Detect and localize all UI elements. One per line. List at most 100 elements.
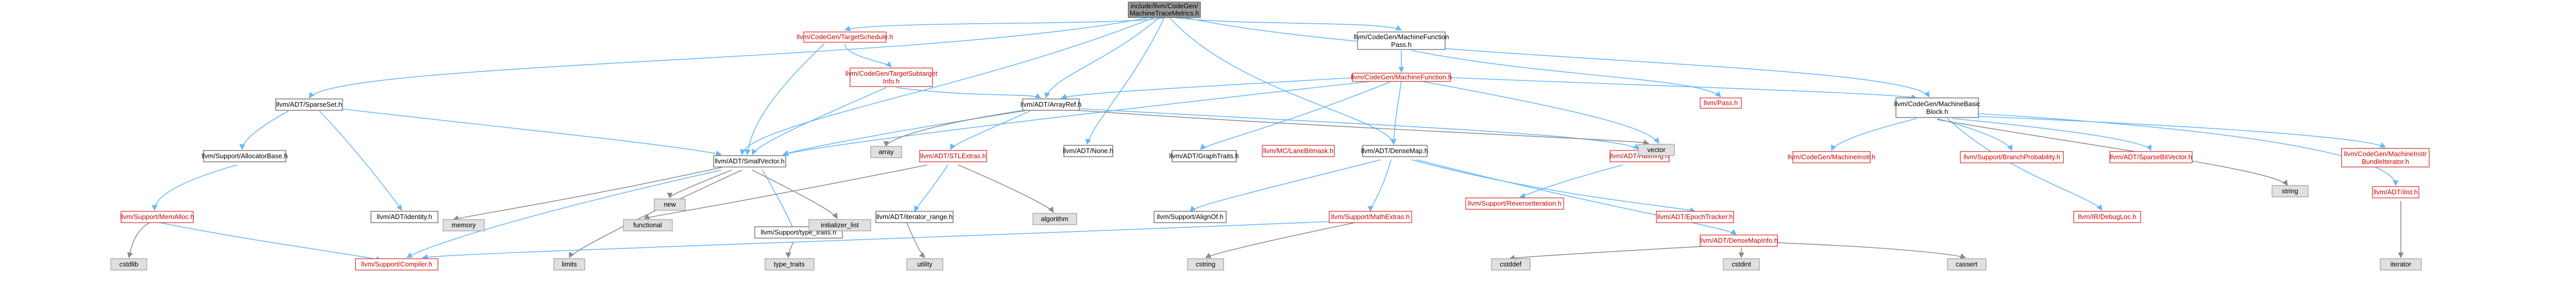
node-functional[interactable]: functional [623, 219, 673, 231]
edge-to-cstring [1205, 222, 1355, 258]
node-debug-loc[interactable]: llvm/IR/DebugLoc.h [2073, 211, 2141, 223]
node-math-extras[interactable]: llvm/Support/MathExtras.h [1329, 211, 1412, 223]
node-initializer-list[interactable]: initializer_list [808, 219, 871, 231]
node-ilist[interactable]: llvm/ADT/ilist.h [2372, 186, 2419, 198]
node-cstdlib[interactable]: cstdlib [110, 258, 147, 271]
header-nodes: include/llvm/CodeGen/MachineTraceMetrics… [110, 2, 2430, 271]
node-mi-bundle-iterator[interactable]: llvm/CodeGen/MachineInstrBundleIterator.… [2341, 148, 2430, 167]
svg-text:llvm/ADT/STLExtras.h: llvm/ADT/STLExtras.h [920, 152, 986, 160]
node-branch-probability[interactable]: llvm/Support/BranchProbability.h [1960, 151, 2064, 163]
edge-arrayref-stlextras [950, 110, 1031, 150]
edge-mf-mbb [1442, 77, 1918, 100]
svg-text:llvm/ADT/EpochTracker.h: llvm/ADT/EpochTracker.h [1657, 213, 1733, 221]
node-algorithm[interactable]: algorithm [1032, 213, 1077, 225]
svg-text:Block.h: Block.h [1926, 108, 1948, 115]
node-iterator[interactable]: iterator [2380, 258, 2422, 271]
edge-arrayref-hashing [1071, 108, 1639, 150]
svg-text:BundleIterator.h: BundleIterator.h [2362, 158, 2409, 165]
node-target-schedule[interactable]: llvm/CodeGen/TargetSchedule.h [796, 31, 893, 43]
node-cassert[interactable]: cassert [1947, 258, 1987, 271]
node-vector[interactable]: vector [1638, 144, 1675, 156]
svg-text:llvm/CodeGen/MachineInstr: llvm/CodeGen/MachineInstr [2344, 150, 2427, 158]
svg-text:llvm/ADT/SmallVector.h: llvm/ADT/SmallVector.h [715, 157, 785, 165]
svg-text:cstddef: cstddef [1500, 260, 1521, 268]
edge-root-densemap [1169, 17, 1396, 145]
svg-text:memory: memory [452, 221, 476, 229]
edge-to-new [667, 170, 732, 199]
svg-text:cassert: cassert [1956, 260, 1977, 268]
node-cstdint[interactable]: cstdint [1723, 258, 1760, 271]
node-dense-map-info[interactable]: llvm/ADT/DenseMapInfo.h [1700, 234, 1778, 247]
svg-text:llvm/Support/MathExtras.h: llvm/Support/MathExtras.h [1331, 213, 1410, 221]
node-string[interactable]: string [2272, 185, 2309, 197]
edge-mf-densemap [1391, 81, 1402, 145]
svg-text:llvm/ADT/ilist.h: llvm/ADT/ilist.h [2374, 188, 2418, 196]
svg-text:llvm/CodeGen/TargetSchedule.h: llvm/CodeGen/TargetSchedule.h [796, 33, 893, 41]
node-sparse-set[interactable]: llvm/ADT/SparseSet.h [275, 98, 343, 111]
edge-to-limits [569, 170, 742, 258]
node-utility[interactable]: utility [906, 258, 943, 271]
node-none[interactable]: llvm/ADT/None.h [1063, 145, 1113, 157]
svg-text:MachineTraceMetrics.h: MachineTraceMetrics.h [1130, 9, 1199, 17]
edge-root-smallvector [740, 17, 1155, 156]
node-limits[interactable]: limits [553, 258, 585, 271]
edge-mf-arrayref [1060, 77, 1361, 99]
node-stl-extras[interactable]: llvm/ADT/STLExtras.h [919, 150, 987, 162]
node-graph-traits[interactable]: llvm/ADT/GraphTraits.h [1169, 150, 1239, 162]
node-small-vector[interactable]: llvm/ADT/SmallVector.h [713, 155, 786, 167]
node-machine-function[interactable]: llvm/CodeGen/MachineFunction.h [1351, 73, 1452, 82]
node-align-of[interactable]: llvm/Support/AlignOf.h [1154, 211, 1227, 223]
edge-to-vector [1061, 109, 1650, 145]
edge-mathextras-compiler [421, 221, 1330, 260]
node-allocator-base[interactable]: llvm/Support/AllocatorBase.h [202, 150, 288, 162]
svg-text:llvm/ADT/identity.h: llvm/ADT/identity.h [377, 213, 432, 221]
svg-text:algorithm: algorithm [1041, 215, 1068, 223]
node-lane-bitmask[interactable]: llvm/MC/LaneBitmask.h [1262, 145, 1335, 157]
node-sparse-bit-vector[interactable]: llvm/ADT/SparseBitVector.h [2109, 151, 2193, 163]
node-new[interactable]: new [654, 198, 686, 211]
edge-to-memory [452, 167, 722, 221]
svg-text:new: new [664, 200, 676, 208]
node-epoch-tracker[interactable]: llvm/ADT/EpochTracker.h [1656, 211, 1734, 223]
svg-text:type_traits: type_traits [774, 260, 805, 268]
svg-text:functional: functional [633, 221, 662, 229]
edge-to-cstdlib [127, 222, 150, 259]
svg-text:include/llvm/CodeGen/: include/llvm/CodeGen/ [1131, 2, 1198, 10]
node-cstddef[interactable]: cstddef [1491, 258, 1531, 271]
node-dense-map[interactable]: llvm/ADT/DenseMap.h [1361, 145, 1428, 157]
edge-to-cassert [1761, 242, 1967, 259]
node-reverse-iteration[interactable]: llvm/Support/ReverseIteration.h [1465, 197, 1564, 210]
edge-mf-vector [1421, 81, 1659, 144]
svg-text:llvm/MC/LaneBitmask.h: llvm/MC/LaneBitmask.h [1263, 147, 1334, 155]
svg-text:Pass.h: Pass.h [1391, 41, 1412, 48]
svg-text:llvm/ADT/DenseMapInfo.h: llvm/ADT/DenseMapInfo.h [1700, 237, 1778, 244]
node-type-traits[interactable]: type_traits [765, 258, 815, 271]
edge-subtarget-arrayref [896, 87, 1042, 98]
edge-mfpass-pass [1411, 50, 1721, 97]
edge-sparseset-allocatorbase [239, 110, 289, 150]
node-identity[interactable]: llvm/ADT/identity.h [370, 211, 438, 223]
node-array[interactable]: array [870, 146, 902, 158]
node-mem-alloc[interactable]: llvm/Support/MemAlloc.h [120, 211, 194, 223]
svg-text:utility: utility [917, 260, 933, 268]
svg-text:llvm/CodeGen/TargetSubtarget: llvm/CodeGen/TargetSubtarget [845, 70, 938, 77]
edge-smallvector-compiler [406, 170, 722, 258]
edge-stlextras-iterrange [914, 164, 948, 212]
node-root[interactable]: include/llvm/CodeGen/MachineTraceMetrics… [1128, 2, 1201, 18]
node-machine-instr[interactable]: llvm/CodeGen/MachineInstr.h [1788, 151, 1876, 163]
node-compiler[interactable]: llvm/Support/Compiler.h [355, 258, 438, 271]
node-cstring[interactable]: cstring [1187, 258, 1224, 271]
edge-to-utility [906, 222, 925, 258]
svg-text:llvm/IR/DebugLoc.h: llvm/IR/DebugLoc.h [2078, 213, 2136, 221]
node-array-ref[interactable]: llvm/ADT/ArrayRef.h [1021, 98, 1081, 111]
svg-text:initializer_list: initializer_list [821, 221, 859, 229]
svg-text:llvm/ADT/None.h: llvm/ADT/None.h [1063, 147, 1113, 155]
node-memory[interactable]: memory [443, 219, 485, 231]
node-pass[interactable]: llvm/Pass.h [1700, 97, 1742, 109]
edge-mf-smallvector [782, 81, 1371, 156]
node-iterator-range[interactable]: llvm/ADT/iterator_range.h [875, 211, 954, 223]
edge-root-arrayref [1044, 17, 1160, 99]
